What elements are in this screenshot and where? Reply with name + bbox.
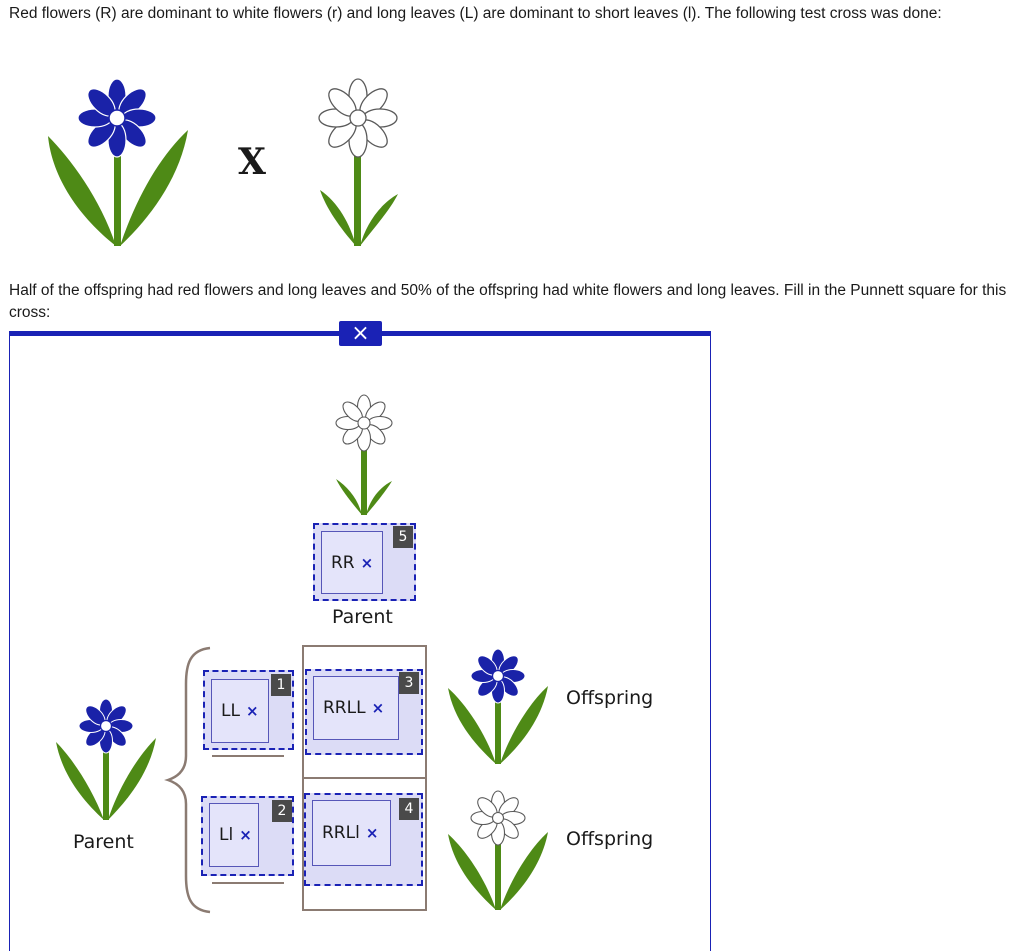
chip-text: Ll <box>219 825 234 845</box>
blue-flower-offspring <box>448 648 548 764</box>
white-flower-large <box>318 78 398 246</box>
cross-symbol: X <box>238 141 266 183</box>
row-1-underline <box>212 755 284 757</box>
chip-text: LL <box>221 701 240 721</box>
white-flower-top-parent <box>335 394 393 515</box>
row-2-underline <box>212 882 284 884</box>
remove-icon[interactable]: × <box>245 702 259 720</box>
offspring-label-2: Offspring <box>566 828 654 850</box>
chip-text: RRLl <box>322 823 360 843</box>
white-flower-offspring <box>448 790 548 910</box>
slot-badge: 3 <box>399 672 419 694</box>
allele-chip-row-2[interactable]: Ll × <box>209 803 259 867</box>
remove-icon[interactable]: × <box>239 826 252 844</box>
chip-text: RR <box>331 552 355 573</box>
genotype-chip-cell-2[interactable]: RRLl × <box>312 800 391 866</box>
brace-shape <box>164 646 211 914</box>
slot-badge: 1 <box>271 674 291 696</box>
question-intro: Red flowers (R) are dominant to white fl… <box>9 5 942 22</box>
slot-badge: 5 <box>393 526 413 548</box>
slot-badge: 2 <box>272 800 292 822</box>
chip-text: RRLL <box>323 698 366 718</box>
slot-badge: 4 <box>399 798 419 820</box>
genotype-chip-cell-1[interactable]: RRLL × <box>313 676 399 740</box>
blue-flower-large <box>48 78 188 246</box>
remove-icon[interactable]: × <box>365 824 379 842</box>
remove-icon[interactable]: × <box>360 553 374 572</box>
question-instruction: Half of the offspring had red flowers an… <box>9 282 1007 321</box>
blue-flower-side-parent <box>56 698 156 820</box>
close-button[interactable]: × <box>339 321 382 346</box>
remove-icon[interactable]: × <box>371 699 385 717</box>
allele-chip-top-parent[interactable]: RR × <box>321 531 383 594</box>
allele-chip-row-1[interactable]: LL × <box>211 679 269 743</box>
top-parent-label: Parent <box>332 606 393 628</box>
offspring-label-1: Offspring <box>566 687 654 709</box>
side-parent-label: Parent <box>73 831 134 853</box>
